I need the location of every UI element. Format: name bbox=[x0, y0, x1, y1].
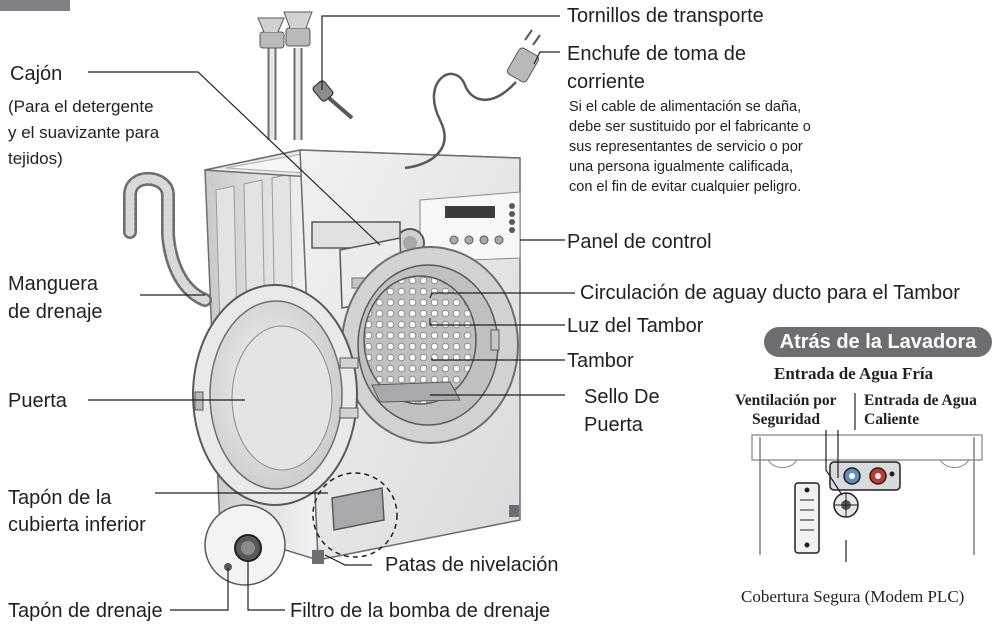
rear-view-badge: Atrás de la Lavadora bbox=[764, 327, 992, 357]
label-door: Puerta bbox=[8, 390, 67, 412]
label-leveling-feet: Patas de nivelación bbox=[385, 554, 559, 576]
note-line-2: debe ser sustituido por el fabricante o bbox=[569, 119, 811, 135]
label-power-plug-2: corriente bbox=[567, 71, 645, 93]
label-drain-hose-2: de drenaje bbox=[8, 301, 103, 323]
label-transport-bolts: Tornillos de transporte bbox=[567, 5, 764, 27]
corner-tab bbox=[0, 0, 70, 11]
label-door-seal-2: Puerta bbox=[584, 414, 643, 436]
label-cold-water-inlet: Entrada de Agua Fría bbox=[774, 364, 934, 383]
label-power-plug-1: Enchufe de toma de bbox=[567, 43, 747, 65]
drawer-note-3: tejidos) bbox=[8, 149, 63, 168]
note-line-1: Si el cable de alimentación se daña, bbox=[569, 99, 802, 115]
label-control-panel: Panel de control bbox=[567, 231, 712, 253]
label-drawer: Cajón bbox=[10, 63, 63, 85]
label-drum: Tambor bbox=[567, 350, 634, 372]
label-drain-plug: Tapón de drenaje bbox=[8, 600, 163, 622]
drawer-note-2: y el suavizante para bbox=[8, 123, 160, 142]
label-bottom-cover-2: cubierta inferior bbox=[8, 514, 146, 536]
note-line-5: con el fin de evitar cualquier peligro. bbox=[569, 179, 802, 195]
label-hot-water-inlet-2: Caliente bbox=[864, 411, 920, 428]
label-safety-vent-1: Ventilación por bbox=[735, 392, 837, 409]
label-bottom-cover-1: Tapón de la bbox=[8, 487, 112, 509]
label-drum-light: Luz del Tambor bbox=[567, 315, 704, 337]
label-drain-pump-filter: Filtro de la bomba de drenaje bbox=[290, 600, 551, 622]
label-water-circulation: Circulación de aguay ducto para el Tambo… bbox=[580, 282, 960, 304]
drawer-note-1: (Para el detergente bbox=[8, 97, 154, 116]
label-drain-hose-1: Manguera bbox=[8, 273, 99, 295]
label-door-seal-1: Sello De bbox=[584, 386, 660, 408]
note-line-3: sus representantes de servicio o por bbox=[569, 139, 803, 155]
rear-caption: Cobertura Segura (Modem PLC) bbox=[741, 587, 965, 606]
label-hot-water-inlet-1: Entrada de Agua bbox=[864, 392, 977, 409]
label-safety-vent-2: Seguridad bbox=[752, 411, 821, 428]
note-line-4: una persona igualmente calificada, bbox=[569, 159, 794, 175]
